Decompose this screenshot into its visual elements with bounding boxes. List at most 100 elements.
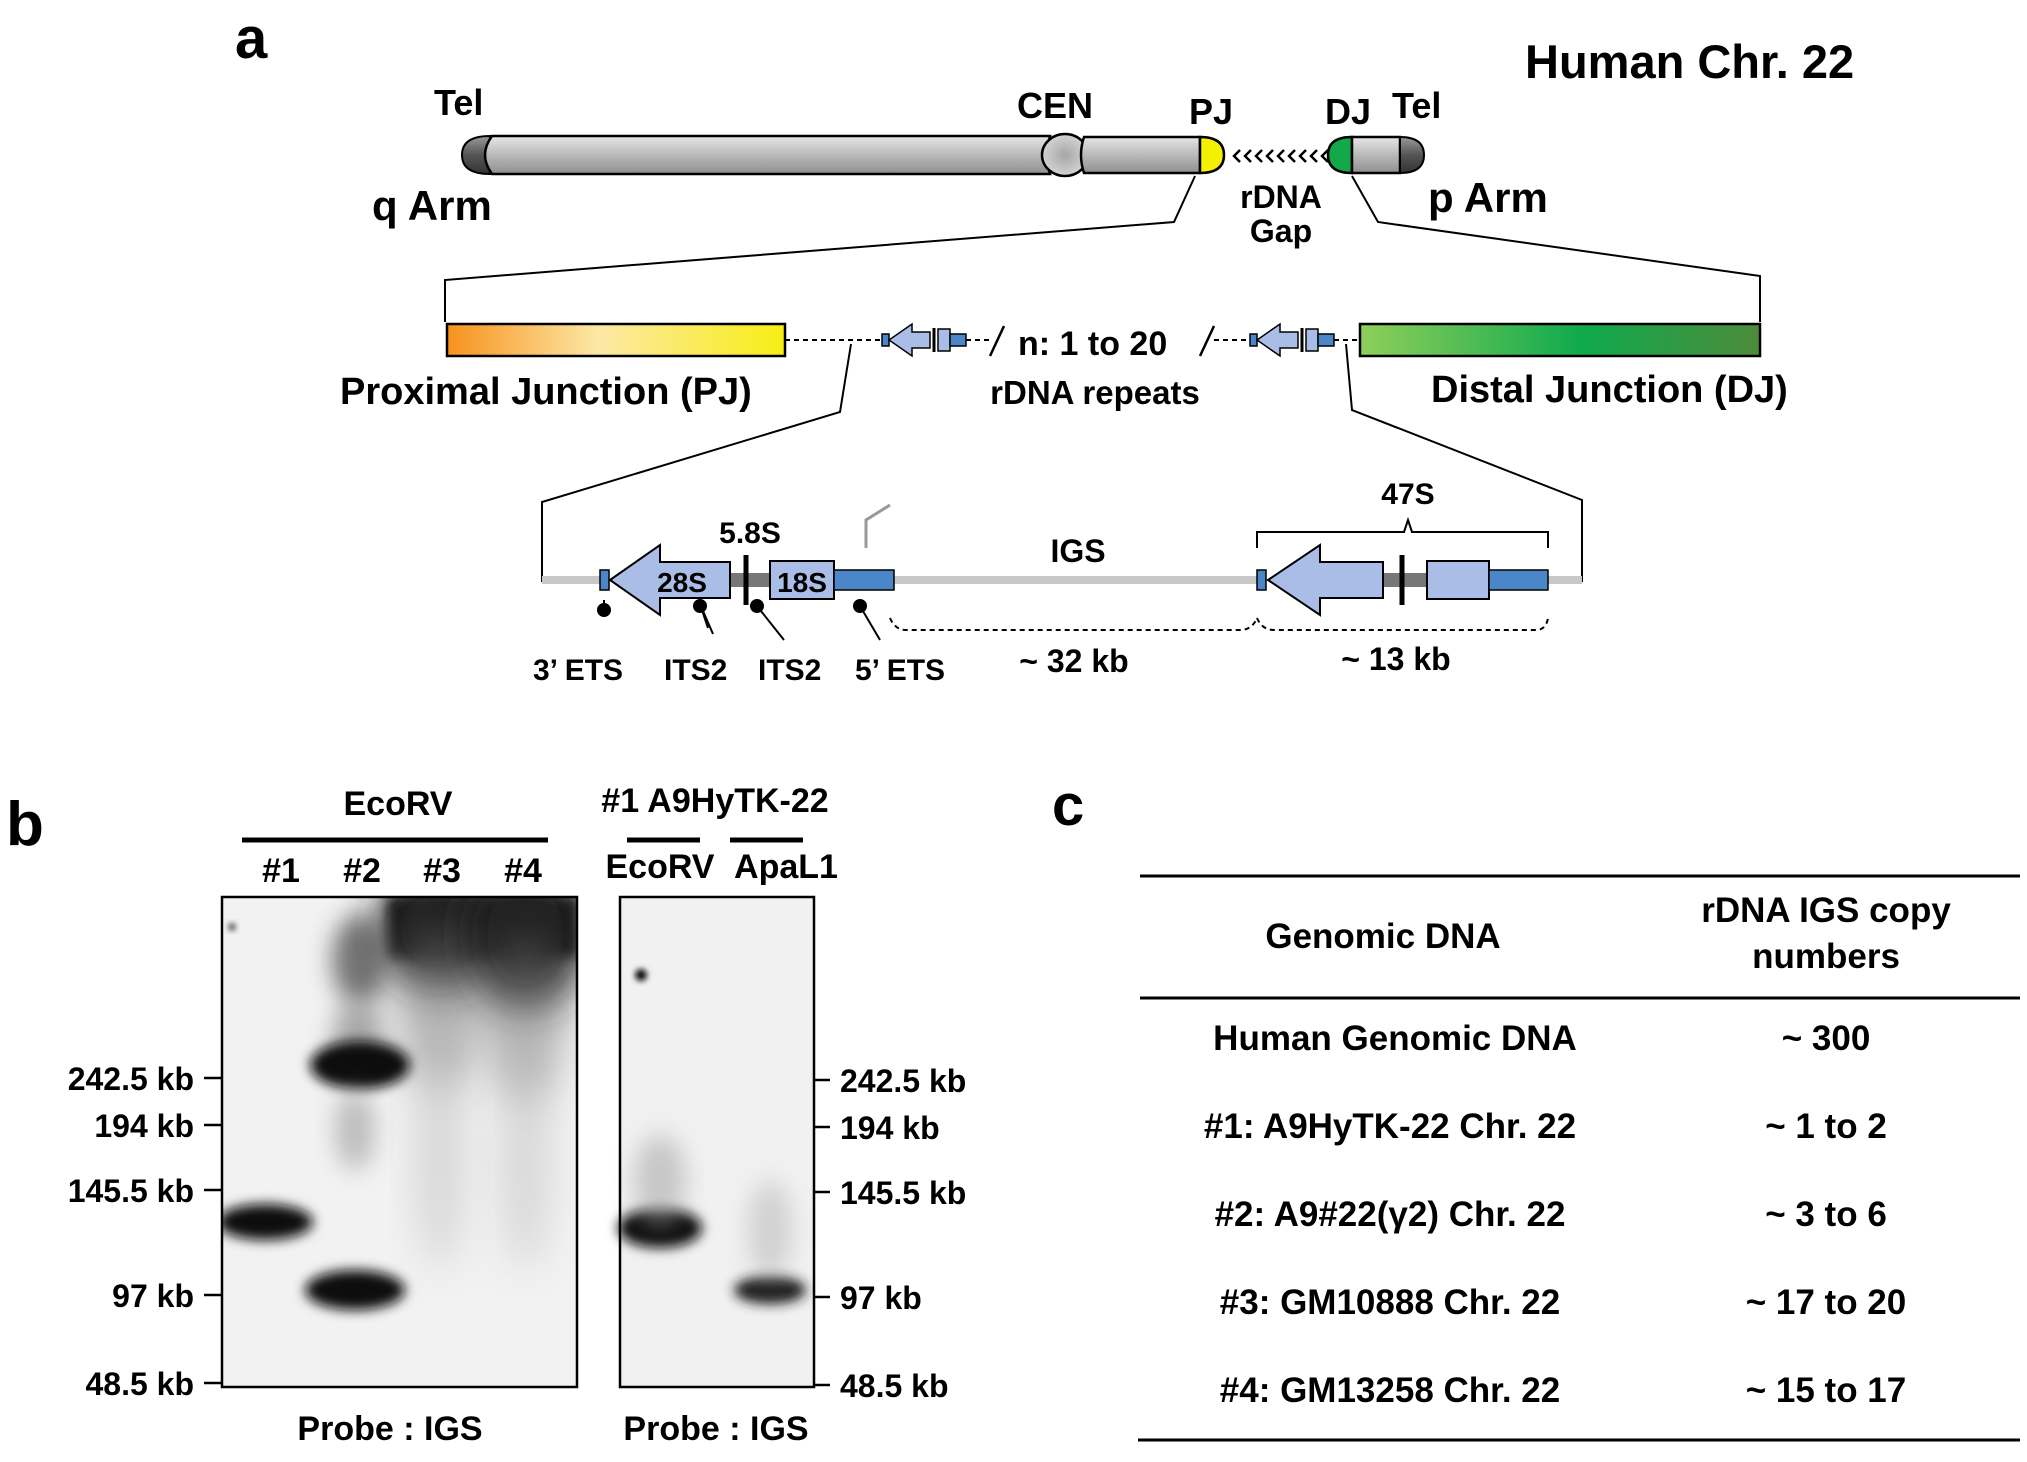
table-row-1-copies: ~ 1 to 2 xyxy=(1765,1107,1887,1146)
p-arm-proximal-segment xyxy=(1079,135,1202,175)
brace-47s xyxy=(1256,617,1549,631)
blot1-lane-2: #2 xyxy=(343,852,381,890)
blot1-image xyxy=(220,895,579,1389)
label-58s: 5.8S xyxy=(719,517,781,550)
label-igs: IGS xyxy=(1050,533,1105,569)
blot2-sample: #1 A9HyTK-22 xyxy=(601,782,828,820)
table-row-2-copies: ~ 3 to 6 xyxy=(1765,1195,1887,1234)
panel-a-letter: a xyxy=(235,6,268,71)
tel-left-cap xyxy=(460,134,491,176)
label-28s: 28S xyxy=(657,567,707,598)
label-ets3: 3’ ETS xyxy=(533,654,623,687)
marker-left-194: 194 kb xyxy=(94,1108,194,1144)
panel-a: a Human Chr. 22 xyxy=(235,6,1854,687)
bracket-47s xyxy=(1256,516,1549,548)
table-row-1-dna: #1: A9HyTK-22 Chr. 22 xyxy=(1204,1107,1576,1146)
marker-left-242: 242.5 kb xyxy=(68,1061,194,1097)
label-size-47s: ~ 13 kb xyxy=(1341,641,1450,677)
marker-left-145: 145.5 kb xyxy=(68,1173,194,1209)
label-rdna-gap-1: rDNA xyxy=(1240,179,1322,215)
label-dj: DJ xyxy=(1325,91,1371,132)
proximal-junction-bar xyxy=(445,322,787,358)
label-ets5: 5’ ETS xyxy=(855,654,945,687)
panel-c: c Genomic DNA rDNA IGS copy numbers Huma… xyxy=(1052,773,2020,1442)
rdna-unit-icon-2 xyxy=(1249,322,1335,358)
blot2-enzyme-1: EcoRV xyxy=(606,848,715,886)
blot1-lane-1: #1 xyxy=(262,852,300,890)
q-arm-body xyxy=(483,134,1052,176)
ets3-box xyxy=(599,569,610,591)
annotation-pins xyxy=(597,599,881,641)
rrna-28s-arrow xyxy=(608,543,731,617)
zoom-lines-2 xyxy=(541,343,1583,582)
p-arm-distal-body xyxy=(1350,135,1402,175)
dj-cap xyxy=(1326,135,1354,175)
brace-igs xyxy=(889,617,1258,631)
panel-b: b EcoRV #1 #2 #3 #4 xyxy=(6,782,966,1448)
transcription-start-mark xyxy=(864,503,891,548)
marker-left-48: 48.5 kb xyxy=(85,1366,194,1402)
table-rows: Human Genomic DNA ~ 300 #1: A9HyTK-22 Ch… xyxy=(1204,1019,1906,1410)
pj-cap xyxy=(1198,135,1226,175)
panel-c-letter: c xyxy=(1052,773,1084,838)
zoom-lines-1 xyxy=(444,175,1761,322)
marker-right-194: 194 kb xyxy=(840,1110,940,1146)
panel-a-title: Human Chr. 22 xyxy=(1525,35,1854,88)
blot1-lane-4: #4 xyxy=(504,852,542,890)
blot1-enzyme: EcoRV xyxy=(344,785,453,823)
marker-right-145: 145.5 kb xyxy=(840,1175,966,1211)
marker-left-97: 97 kb xyxy=(112,1278,194,1314)
table-row-0-dna: Human Genomic DNA xyxy=(1213,1019,1577,1058)
break-mark-2 xyxy=(1198,325,1216,357)
table-row-4-copies: ~ 15 to 17 xyxy=(1746,1371,1907,1410)
distal-junction-bar xyxy=(1358,322,1762,358)
label-tel-right: Tel xyxy=(1392,85,1441,126)
marker-right-48: 48.5 kb xyxy=(840,1368,949,1404)
label-p-arm: p Arm xyxy=(1428,174,1548,221)
blot2-image xyxy=(618,895,816,1389)
rrna-28s-arrow-2 xyxy=(1266,543,1384,617)
rdna-unit-icon-1 xyxy=(881,322,967,358)
label-q-arm: q Arm xyxy=(372,182,492,229)
break-mark-1 xyxy=(988,325,1006,357)
label-its2-b: ITS2 xyxy=(758,654,821,687)
label-size-igs: ~ 32 kb xyxy=(1019,643,1128,679)
table-header-copies-2: numbers xyxy=(1752,937,1900,976)
tel-right-cap xyxy=(1399,135,1426,175)
ets3-box-2 xyxy=(1256,569,1267,591)
table-row-2-dna: #2: A9#22(γ2) Chr. 22 xyxy=(1215,1195,1566,1234)
marker-right-242: 242.5 kb xyxy=(840,1063,966,1099)
table-row-4-dna: #4: GM13258 Chr. 22 xyxy=(1220,1371,1560,1410)
label-47s: 47S xyxy=(1381,478,1434,511)
ets5-box-2 xyxy=(1488,569,1549,591)
label-proximal-junction: Proximal Junction (PJ) xyxy=(340,371,752,413)
table-header-dna: Genomic DNA xyxy=(1265,917,1500,956)
label-pj: PJ xyxy=(1189,91,1233,132)
rdna-unit-detail: 28S 5.8S 18S IGS 47S xyxy=(533,478,1582,687)
table-row-3-copies: ~ 17 to 20 xyxy=(1746,1283,1907,1322)
blot2-probe: Probe : IGS xyxy=(623,1410,808,1448)
label-18s: 18S xyxy=(777,567,827,598)
label-cen: CEN xyxy=(1017,85,1093,126)
rrna-18s-box-2 xyxy=(1426,560,1490,600)
blot1-lane-3: #3 xyxy=(423,852,461,890)
junction-row: n: 1 to 20 xyxy=(445,322,1762,363)
rrna-18s-box xyxy=(769,560,835,600)
table-header-copies-1: rDNA IGS copy xyxy=(1701,891,1951,930)
label-distal-junction: Distal Junction (DJ) xyxy=(1431,369,1788,411)
chromosome-22 xyxy=(460,132,1426,178)
panel-b-letter: b xyxy=(6,790,44,859)
label-tel-left: Tel xyxy=(434,82,483,123)
table-row-3-dna: #3: GM10888 Chr. 22 xyxy=(1220,1283,1560,1322)
label-rdna-gap-2: Gap xyxy=(1250,213,1312,249)
repeat-count: n: 1 to 20 xyxy=(1018,325,1167,363)
label-rdna-repeats: rDNA repeats xyxy=(990,374,1200,411)
table-row-0-copies: ~ 300 xyxy=(1782,1019,1871,1058)
marker-right-97: 97 kb xyxy=(840,1280,922,1316)
label-its2-a: ITS2 xyxy=(664,654,727,687)
rdna-gap-chevrons xyxy=(1232,149,1329,163)
ets5-box xyxy=(833,569,895,591)
blot1-probe: Probe : IGS xyxy=(297,1410,482,1448)
blot2-marker-ticks xyxy=(814,1078,830,1387)
